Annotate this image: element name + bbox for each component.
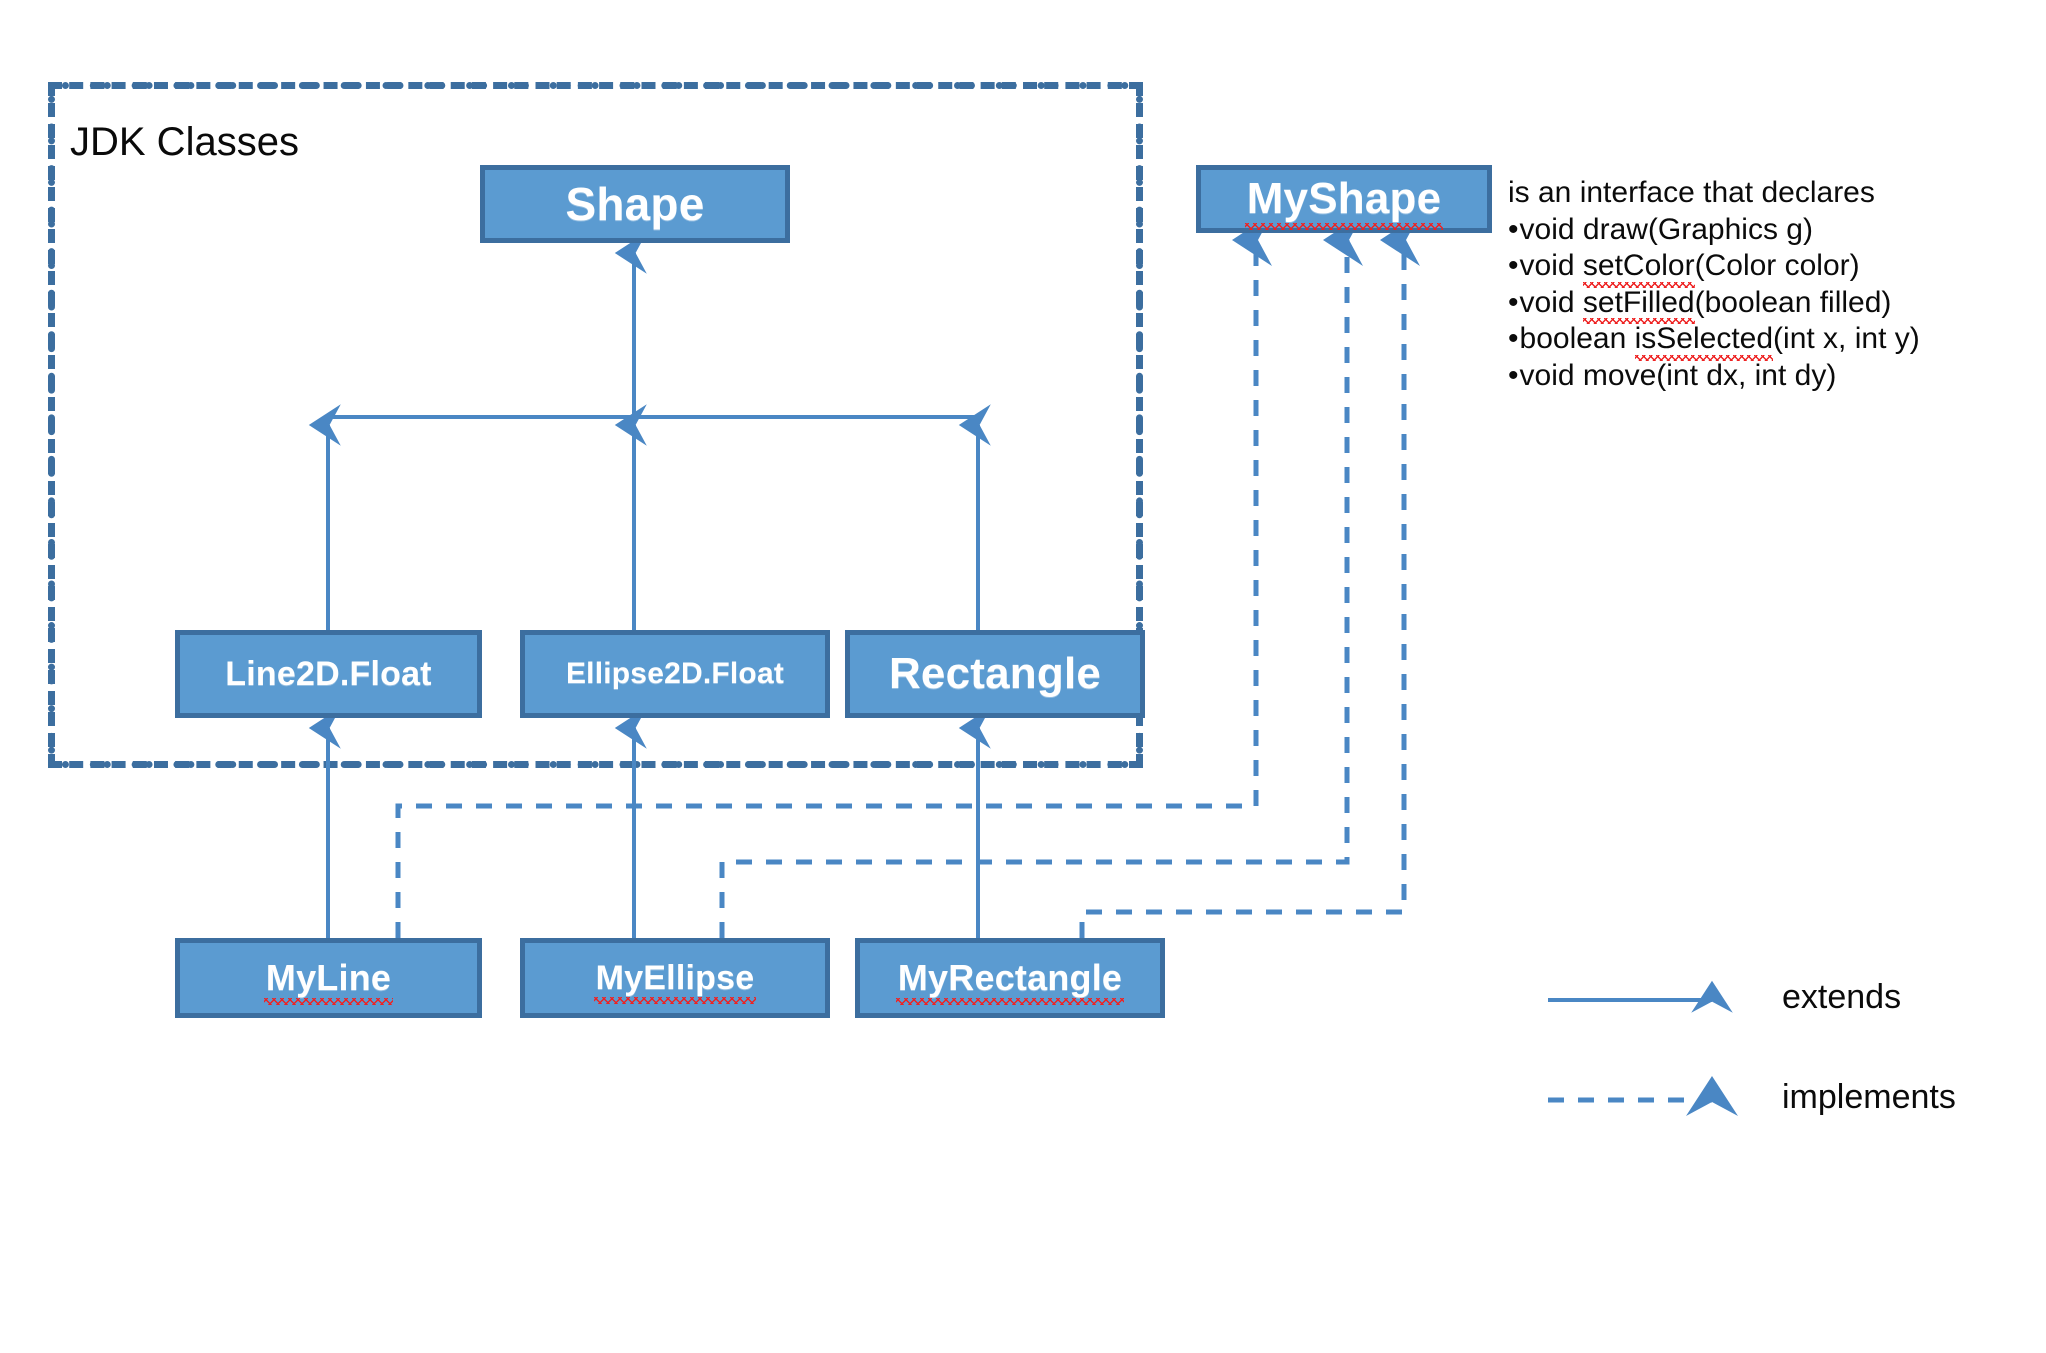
class-box-myellipse-label: MyEllipse — [593, 959, 756, 1004]
class-box-rectangle-label: Rectangle — [888, 649, 1102, 698]
class-box-myellipse[interactable]: MyEllipse — [520, 938, 830, 1018]
edge-myellipse-implements-myshape — [719, 213, 1363, 938]
edge-myrectangle-implements-myshape — [1079, 213, 1420, 938]
edge-myline-implements-myshape — [395, 213, 1272, 938]
class-box-myrectangle-label: MyRectangle — [895, 957, 1125, 1005]
interface-method-draw: void draw(Graphics g) — [1508, 212, 2028, 249]
interface-note-lead: is an interface that declares — [1508, 176, 1875, 209]
myshape-interface-note: is an interface that declares void draw(… — [1508, 175, 2028, 395]
interface-method-list: void draw(Graphics g) void setColor(Colo… — [1508, 212, 2028, 395]
legend-implements-label: implements — [1782, 1078, 1956, 1116]
class-box-line2d-float-label: Line2D.Float — [225, 655, 432, 693]
class-box-line2d-float[interactable]: Line2D.Float — [175, 630, 482, 718]
interface-method-isselected: boolean isSelected(int x, int y) — [1508, 321, 2028, 361]
jdk-classes-label: JDK Classes — [70, 120, 299, 164]
interface-method-setcolor: void setColor(Color color) — [1508, 248, 2028, 288]
class-box-rectangle[interactable]: Rectangle — [845, 630, 1145, 718]
class-box-myline[interactable]: MyLine — [175, 938, 482, 1018]
class-box-myrectangle[interactable]: MyRectangle — [855, 938, 1165, 1018]
class-box-myshape-label: MyShape — [1244, 174, 1443, 230]
interface-method-move: void move(int dx, int dy) — [1508, 358, 2028, 395]
class-box-myshape[interactable]: MyShape — [1196, 165, 1492, 233]
class-box-shape[interactable]: Shape — [480, 165, 790, 243]
class-box-ellipse2d-float[interactable]: Ellipse2D.Float — [520, 630, 830, 718]
interface-method-setfilled: void setFilled(boolean filled) — [1508, 285, 2028, 324]
class-box-shape-label: Shape — [565, 178, 705, 230]
legend-extends-label: extends — [1782, 978, 1902, 1016]
class-box-myline-label: MyLine — [263, 957, 394, 1005]
class-box-ellipse2d-float-label: Ellipse2D.Float — [565, 657, 785, 690]
